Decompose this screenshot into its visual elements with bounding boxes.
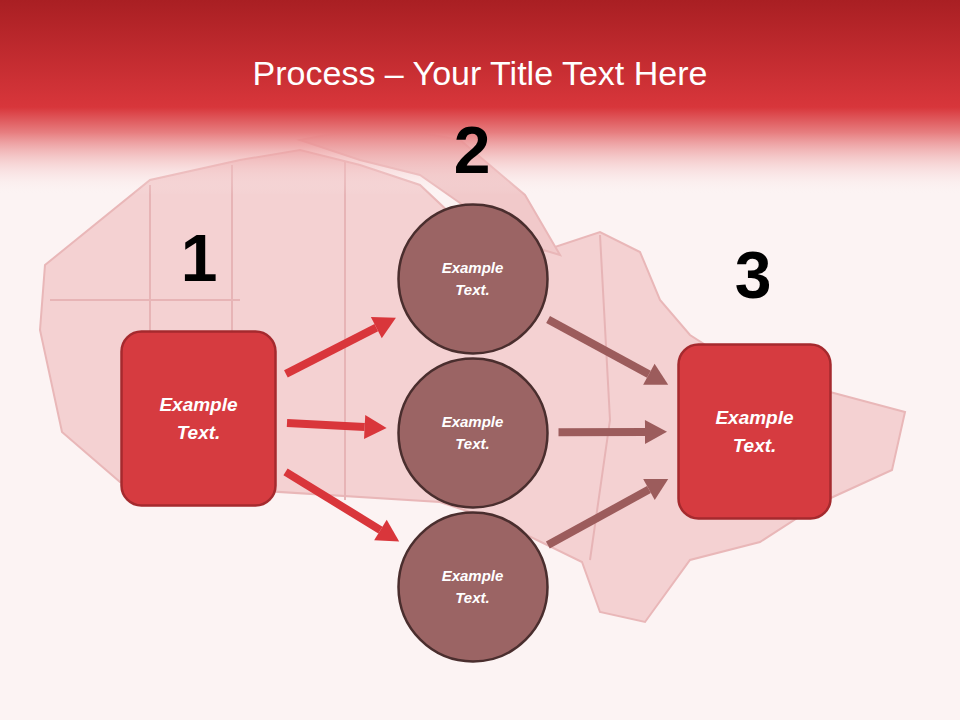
arrow-shaft xyxy=(548,320,649,375)
process-box: Example Text. xyxy=(677,343,832,520)
process-box: Example Text. xyxy=(120,330,277,507)
node-text: Example Text. xyxy=(149,391,249,446)
arrow-head xyxy=(374,520,399,542)
header-band xyxy=(0,0,960,195)
text-group: Example Text. xyxy=(431,565,515,609)
node-text: Example Text. xyxy=(705,404,805,459)
flow-arrow xyxy=(548,479,668,545)
arrow-head xyxy=(371,317,396,338)
text-group: Example Text. xyxy=(705,404,805,459)
shape-outline xyxy=(397,357,549,509)
node-text: Example Text. xyxy=(431,257,515,301)
arrow-head xyxy=(645,420,667,444)
arrow-shaft xyxy=(558,428,645,436)
process-circle: Example Text. xyxy=(397,511,549,663)
callout-number: 1 xyxy=(181,225,218,291)
shape-outline xyxy=(397,203,549,355)
callout-number: 2 xyxy=(454,117,491,183)
shape-outline xyxy=(677,343,832,520)
node-text: Example Text. xyxy=(431,411,515,455)
circle-shape xyxy=(398,204,547,353)
box-shape xyxy=(122,332,276,506)
flow-arrow xyxy=(548,320,668,385)
province-line xyxy=(344,162,346,500)
shape-outline xyxy=(397,511,549,663)
province-line xyxy=(50,299,240,301)
circle-shape xyxy=(398,358,547,507)
flow-arrow xyxy=(286,317,396,374)
process-circle: Example Text. xyxy=(397,203,549,355)
arrow-shaft xyxy=(287,423,365,427)
flow-arrow xyxy=(286,472,400,542)
box-shape xyxy=(679,345,831,519)
arrow-head xyxy=(643,479,668,500)
shape-outline xyxy=(120,330,277,507)
arrow-head xyxy=(643,364,668,385)
text-group: Example Text. xyxy=(431,257,515,301)
flow-arrow xyxy=(287,415,387,439)
circle-shape xyxy=(398,512,547,661)
flow-arrow xyxy=(558,420,667,444)
callout-number: 3 xyxy=(735,242,772,308)
process-circle: Example Text. xyxy=(397,357,549,509)
text-group: Example Text. xyxy=(149,391,249,446)
arrow-shaft xyxy=(548,490,649,546)
node-text: Example Text. xyxy=(431,565,515,609)
arrow-head xyxy=(364,415,387,439)
arrow-shaft xyxy=(286,328,376,374)
arrow-shaft xyxy=(286,472,381,530)
slide-title: Process – Your Title Text Here xyxy=(0,54,960,93)
text-group: Example Text. xyxy=(431,411,515,455)
